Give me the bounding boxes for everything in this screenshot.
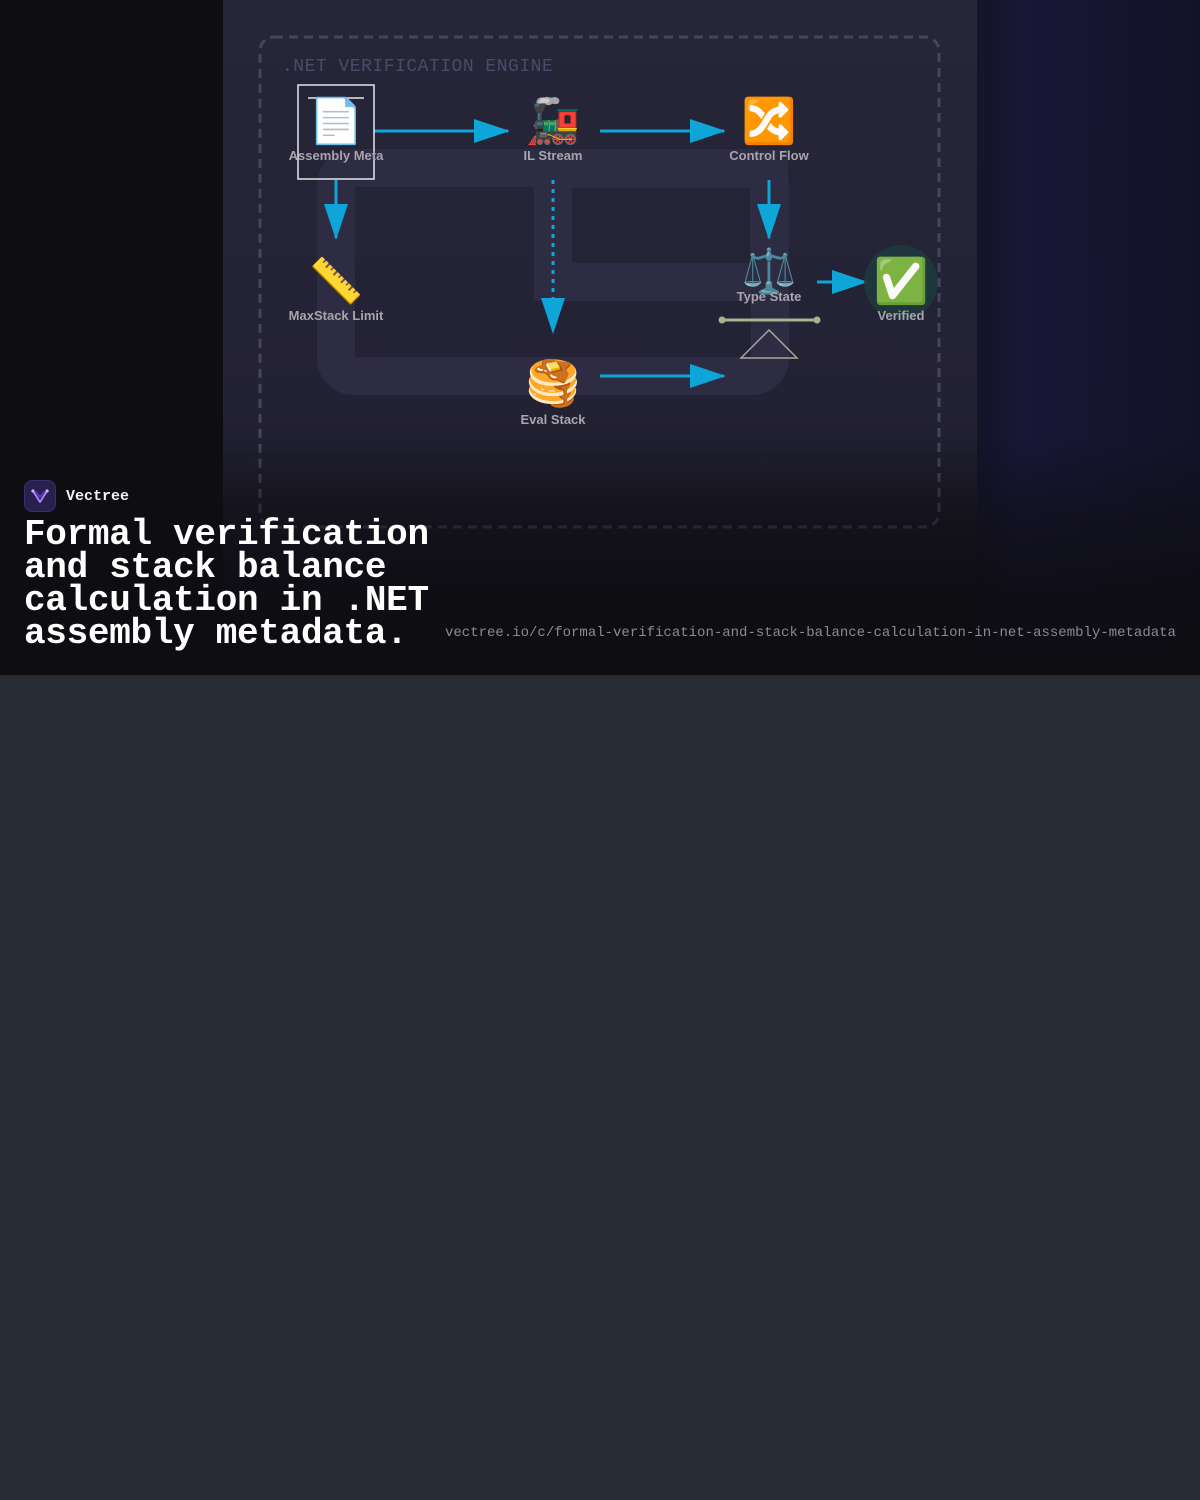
node-label: IL Stream — [523, 148, 582, 163]
balance-fulcrum-icon — [739, 328, 799, 359]
assembly-meta-selection-box[interactable] — [297, 84, 375, 180]
brand[interactable]: Vectree — [24, 479, 129, 513]
pancakes-icon: 🥞 — [526, 358, 581, 411]
node-eval-stack[interactable]: 🥞 Eval Stack — [520, 358, 586, 427]
brand-name: Vectree — [66, 487, 130, 505]
background-track-inner — [534, 150, 788, 301]
node-maxstack-limit[interactable]: 📏 MaxStack Limit — [289, 256, 384, 323]
node-verified[interactable]: ✅ Verified — [874, 256, 929, 323]
vectree-logo-icon — [24, 480, 56, 512]
node-label: Eval Stack — [520, 412, 586, 427]
engine-title: .NET VERIFICATION ENGINE — [282, 57, 553, 77]
ruler-icon: 📏 — [309, 256, 364, 307]
node-label: Type State — [737, 289, 802, 304]
bottom-fade — [0, 440, 1200, 675]
engine-boundary — [258, 35, 941, 529]
check-mark-icon: ✅ — [874, 256, 929, 307]
verification-diagram: .NET VERIFICATION ENGINE 📄 Assembly Meta… — [258, 35, 941, 529]
balance-beam-left-end — [718, 316, 726, 324]
page-facing-up-icon: 📄 — [309, 96, 364, 147]
social-card: .NET VERIFICATION ENGINE 📄 Assembly Meta… — [0, 0, 1200, 675]
node-label: Control Flow — [729, 148, 809, 163]
locomotive-icon: 🚂 — [526, 96, 581, 147]
shuffle-icon: 🔀 — [742, 96, 797, 147]
node-label: Assembly Meta — [289, 148, 384, 163]
balance-scale-icon: ⚖️ — [742, 246, 797, 297]
node-il-stream[interactable]: 🚂 IL Stream — [523, 96, 582, 163]
node-label-verified: Verified — [878, 308, 925, 323]
verified-halo — [864, 245, 938, 319]
source-url[interactable]: vectree.io/c/formal-verification-and-sta… — [445, 625, 1176, 641]
node-label: MaxStack Limit — [289, 308, 384, 323]
node-control-flow[interactable]: 🔀 Control Flow — [729, 96, 809, 163]
balance-beam-right-end — [813, 316, 821, 324]
node-assembly-meta[interactable]: 📄 Assembly Meta — [289, 96, 384, 163]
node-type-state[interactable]: ⚖️ Type State — [737, 246, 802, 304]
headline: Formal verification and stack balance ca… — [24, 514, 429, 654]
